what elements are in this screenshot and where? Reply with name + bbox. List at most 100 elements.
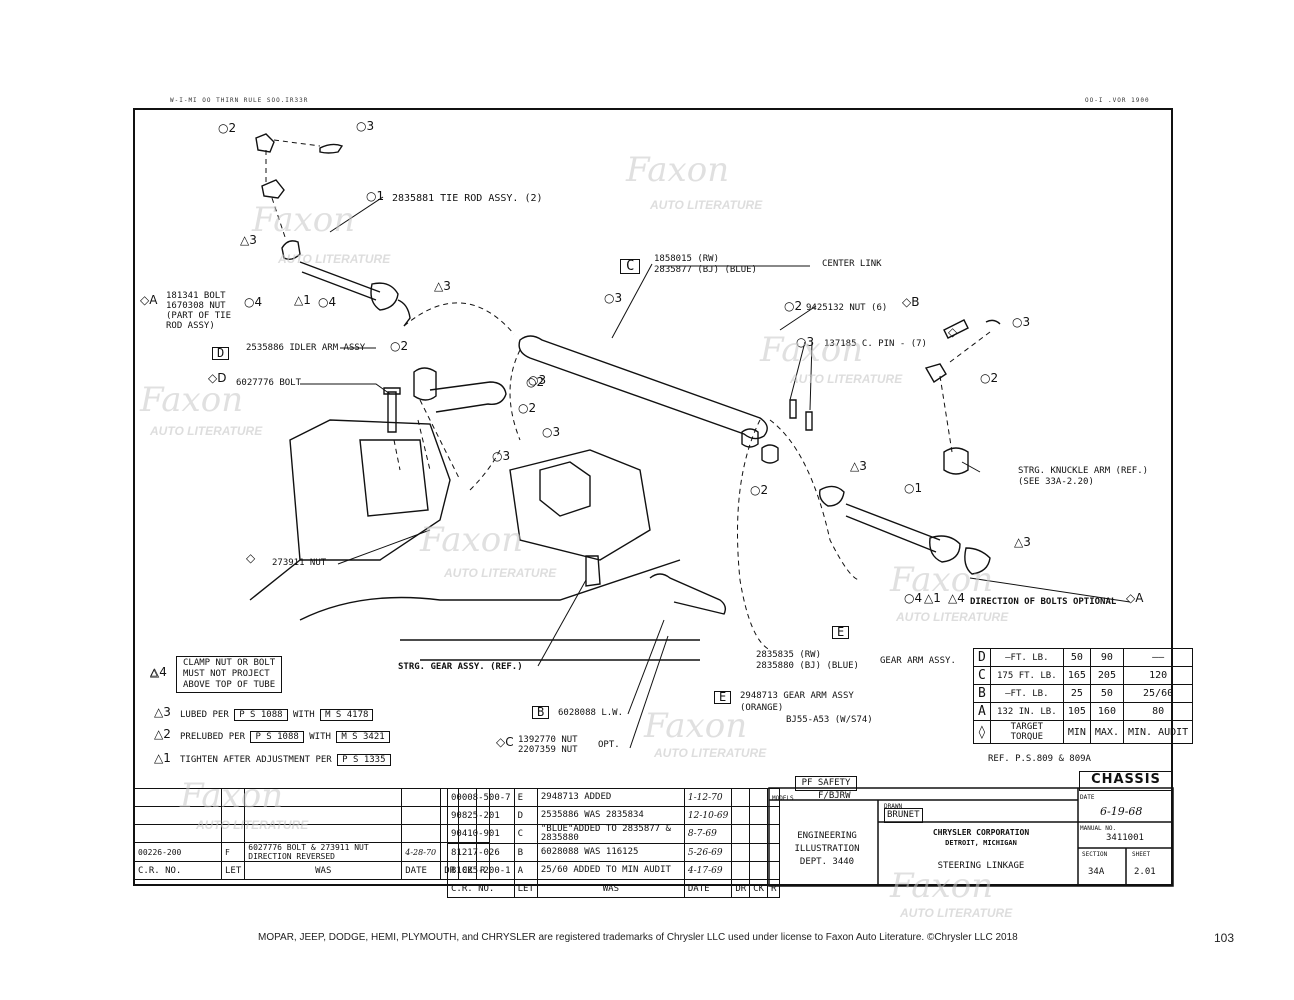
reference-mark: △3 [1014, 535, 1031, 549]
steering-gear-body [509, 449, 651, 561]
eng-line3: DEPT. 3440 [799, 857, 855, 867]
letter-box-e-lower: E [714, 691, 732, 704]
rev-left-header-let: LET [220, 861, 246, 880]
reference-mark: ○2 [390, 339, 409, 353]
rev-left-header-r: R [475, 861, 490, 880]
page-number: 103 [1214, 931, 1235, 945]
callout-gear-arm: GEAR ARM ASSY. [880, 656, 956, 666]
note-prelubed-ms: M S 3421 [336, 731, 390, 743]
date-label: DATE [1080, 794, 1095, 801]
reference-mark: △4 [948, 591, 965, 605]
callout-idler-arm: 2535886 IDLER ARM ASSY [246, 343, 366, 353]
note-tighten: TIGHTEN AFTER ADJUSTMENT PER P S 1335 [180, 754, 391, 766]
callout-bolt-d: 6027776 BOLT [236, 378, 302, 388]
gear-shaft [585, 555, 601, 587]
callout-nut-c-line1: 1392770 NUT [518, 735, 578, 745]
cotter-pin-part [319, 143, 344, 154]
callout-center-link-parts: 1858015 (RW) 2835877 (BJ) (BLUE) [654, 254, 757, 276]
drawn-label: DRAWN [884, 803, 903, 810]
frame-bracket [289, 419, 451, 561]
reference-mark: ○3 [542, 425, 561, 439]
note-lubed-with: WITH [292, 710, 315, 720]
reference-mark: ○3 [528, 373, 547, 387]
tie-rod-tube-right [845, 503, 941, 553]
sheet-label: SHEET [1132, 851, 1151, 858]
callout-center-link: CENTER LINK [822, 259, 882, 269]
reference-mark: △2 [154, 727, 171, 741]
date-value: 6-19-68 [1100, 805, 1143, 818]
reference-mark: ○1 [904, 481, 923, 495]
revision-header-row: C.R. NO. LET WAS DATE DR CK R [447, 879, 781, 898]
section-value: 34A [1088, 867, 1105, 877]
tie-rod-end-right [370, 282, 399, 311]
header-note-left: W-I-MI OO THIRN RULE SOO.IR33R [170, 97, 309, 104]
nut-part [261, 179, 285, 199]
callout-gear-arm-e-orange: (ORANGE) [740, 703, 784, 713]
note-tighten-label: TIGHTEN AFTER ADJUSTMENT PER [180, 755, 332, 765]
company-city: DETROIT, MICHIGAN [945, 839, 1017, 847]
reference-mark: ○3 [604, 291, 623, 305]
note-prelubed-with: WITH [309, 732, 331, 742]
letter-box-d: D [212, 347, 230, 360]
reference-mark: ◇ [948, 325, 958, 339]
callout-bolts-optional: DIRECTION OF BOLTS OPTIONAL [970, 597, 1117, 607]
spec-cell-c2: MIN [1062, 720, 1091, 744]
callout-gear-arm-e-bj55: BJ55-A53 (W/S74) [786, 715, 873, 725]
chassis-label: CHASSIS [1079, 771, 1173, 791]
callout-opt: OPT. [598, 740, 620, 750]
models-value: F/BJRW [818, 791, 851, 801]
callout-ref-ps: REF. P.S.809 & 809A [988, 754, 1091, 764]
rev-header-cr: C.R. NO. [447, 879, 515, 898]
reference-mark: ○2 [980, 371, 999, 385]
callout-center-link-bj: 2835877 (BJ) (BLUE) [654, 265, 757, 275]
revision-table-left: 00226-200 F 6027776 BOLT & 273911 NUT DI… [134, 788, 490, 880]
note-clamp-line3: ABOVE TOP OF TUBE [183, 680, 276, 690]
spec-cell-c4: MIN. AUDIT [1122, 720, 1194, 744]
note-lubed-label: LUBED PER [180, 710, 229, 720]
idler-arm-lever [429, 381, 507, 413]
drawing-title: STEERING LINKAGE [937, 861, 1025, 871]
callout-bolt-a-line1: 181341 BOLT [166, 291, 226, 301]
rev-header-r: R [766, 879, 781, 898]
note-prelubed: PRELUBED PER P S 1088 WITH M S 3421 [180, 731, 390, 743]
section-label: SECTION [1082, 851, 1108, 858]
center-link-bar [518, 335, 768, 440]
callout-tie-rod-assy: 2835881 TIE ROD ASSY. (2) [392, 193, 543, 204]
bolt-d-part [383, 387, 401, 433]
note-clamp-line1: CLAMP NUT OR BOLT [183, 658, 276, 668]
rev-left-header-cr: C.R. NO. [134, 861, 222, 880]
reference-mark: ○1 [366, 189, 385, 203]
header-note-right: OO-I .VOR 1900 [1085, 97, 1150, 104]
rev-header-date: DATE [683, 879, 733, 898]
eng-line2: ILLUSTRATION [794, 844, 860, 854]
reference-mark: ○2 [784, 299, 803, 313]
reference-mark: ○2 [750, 483, 769, 497]
nut-right-top [924, 363, 947, 383]
tie-rod-clamp-right [929, 535, 961, 563]
reference-mark: ◇C [496, 735, 514, 749]
reference-mark: △1 [924, 591, 941, 605]
reference-mark: ◇A [140, 293, 158, 307]
cotter-pins [789, 399, 813, 431]
letter-box-e-upper: E [832, 626, 850, 639]
note-lubed-ps: P S 1088 [234, 709, 288, 721]
reference-mark: ○4 [244, 295, 263, 309]
callout-gear-arm-e-line1: 2948713 GEAR ARM ASSY [740, 691, 854, 701]
callout-nut-9425132: 9425132 NUT (6) [806, 303, 888, 313]
spec-cell-c1: TARGET TORQUE [989, 720, 1064, 744]
pf-safety: PF SAFETY [795, 776, 857, 791]
reference-mark: △3 [434, 279, 451, 293]
manual-label: MANUAL NO. [1080, 825, 1117, 832]
rev-header-let: LET [513, 879, 538, 898]
callout-gear-arm-bj: 2835880 (BJ) (BLUE) [756, 661, 859, 671]
trademark-footer: MOPAR, JEEP, DODGE, HEMI, PLYMOUTH, and … [258, 932, 1018, 943]
gear-arm [649, 573, 727, 615]
reference-mark: ○2 [526, 375, 545, 389]
reference-mark: △3 [240, 233, 257, 247]
callout-gear-arm-rw: 2835835 (RW) [756, 650, 822, 660]
